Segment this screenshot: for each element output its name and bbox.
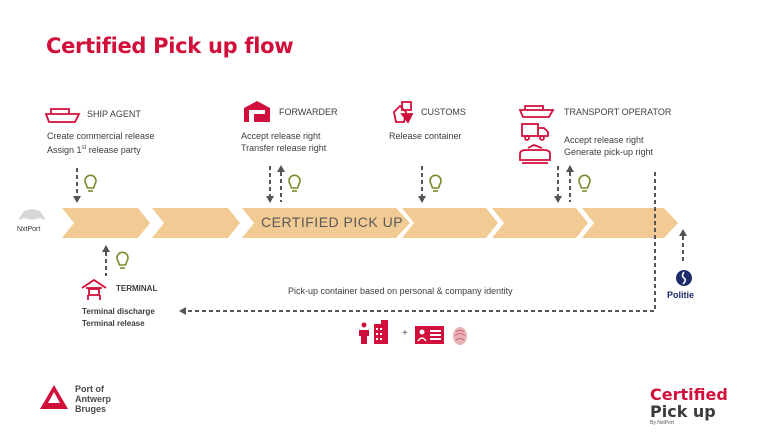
police-label: Politie [667, 290, 695, 300]
banner-label: CERTIFIED PICK UP [261, 214, 404, 230]
warehouse-icon [244, 101, 270, 122]
police-logo-icon [676, 270, 692, 286]
ship-agent-line-2: Assign 1st release party [47, 145, 141, 155]
nxtport-logo-icon [18, 209, 46, 220]
plus-sign: + [402, 328, 408, 339]
cpu-logo-line-3: By NxtPort [650, 420, 674, 426]
person-company-icon [359, 320, 388, 344]
port-logo-line-3: Bruges [75, 404, 107, 414]
chevron-segment-4 [402, 208, 498, 238]
actor-label-customs: CUSTOMS [421, 107, 466, 117]
terminal-line-1: Terminal discharge [82, 307, 155, 316]
actor-label-transport-operator: TRANSPORT OPERATOR [564, 107, 672, 117]
lightbulb-icon [84, 174, 97, 192]
chevron-segment-3 [242, 208, 410, 238]
transport-line-1: Accept release right [564, 135, 644, 145]
transport-line-2: Generate pick-up right [564, 147, 654, 157]
lightbulb-icon [116, 251, 129, 269]
actor-label-forwarder: FORWARDER [279, 107, 338, 117]
truck-icon [521, 123, 549, 141]
customs-line-1: Release container [389, 131, 462, 141]
forwarder-line-1: Accept release right [241, 131, 321, 141]
actor-label-ship-agent: SHIP AGENT [87, 109, 141, 119]
cpu-logo-line-1: Certified [650, 385, 728, 404]
transport-operator-description: Accept release right Generate pick-up ri… [564, 134, 653, 158]
terminal-description: Terminal discharge Terminal release [82, 306, 155, 330]
page-title: Certified Pick up flow [46, 34, 294, 58]
cpu-logo-line-2: Pick up [650, 402, 716, 421]
chevron-segment-5 [492, 208, 588, 238]
return-flow-line [186, 172, 656, 312]
customs-icon [393, 101, 414, 124]
chevron-segment-2 [152, 208, 240, 238]
customs-description: Release container [389, 130, 462, 142]
chevron-segment-6 [582, 208, 678, 238]
forwarder-description: Accept release right Transfer release ri… [241, 130, 326, 154]
flow-caption: Pick-up container based on personal & co… [288, 286, 513, 296]
lightbulb-icon [288, 174, 301, 192]
ship-agent-line-1: Create commercial release [47, 131, 155, 141]
certified-pickup-logo: Certified Pick up By NxtPort [650, 386, 728, 426]
forwarder-line-2: Transfer release right [241, 143, 327, 153]
ship-icon [44, 108, 81, 123]
terminal-crane-icon [81, 278, 107, 300]
port-logo-line-2: Antwerp [75, 394, 111, 404]
port-logo-text: Port of Antwerp Bruges [75, 384, 111, 414]
actor-label-terminal: TERMINAL [116, 284, 158, 293]
fingerprint-icon [453, 327, 467, 345]
train-icon [519, 144, 551, 164]
ship-icon [518, 105, 555, 118]
nxtport-label: NxtPort [17, 226, 41, 233]
ship-agent-description: Create commercial release Assign 1st rel… [47, 130, 155, 156]
port-logo-line-1: Port of [75, 384, 104, 394]
id-card-icon [415, 326, 444, 344]
chevron-segment-1 [62, 208, 150, 238]
lightbulb-icon [578, 174, 591, 192]
lightbulb-icon [429, 174, 442, 192]
terminal-line-2: Terminal release [82, 319, 145, 328]
port-logo-icon [40, 385, 68, 409]
